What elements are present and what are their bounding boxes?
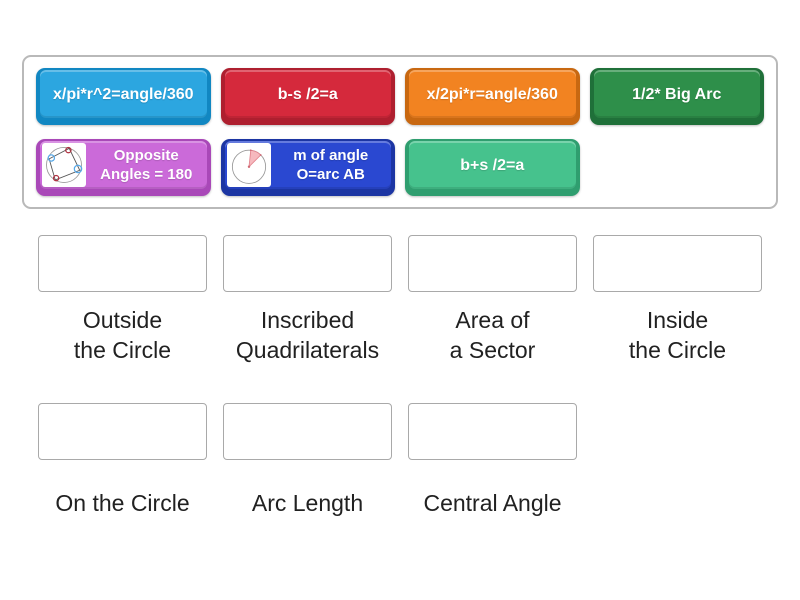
drop-zone-inside-the-circle[interactable] (593, 235, 762, 292)
drop-zone-row-1: Outside the Circle Inscribed Quadrilater… (30, 235, 770, 366)
tile-face: m of angle O=arc AB (224, 141, 391, 189)
tile-opposite-angles[interactable]: Opposite Angles = 180 (36, 139, 211, 196)
drop-zone-row-2: On the Circle Arc Length Central Angle (30, 403, 770, 534)
drop-zone-inscribed-quadrilaterals[interactable] (223, 235, 392, 292)
tile-label: b+s /2=a (460, 156, 525, 174)
tile-face: x/2pi*r=angle/360 (409, 70, 576, 118)
target-label-arc-length: Arc Length (251, 490, 364, 516)
drop-zone-outside-the-circle[interactable] (38, 235, 207, 292)
tile-label: x/pi*r^2=angle/360 (52, 85, 194, 103)
target-label-outside-the-circle: Outside the Circle (73, 307, 172, 363)
target-cell: Inside the Circle (593, 235, 762, 366)
central-angle-sector-diagram-icon (226, 143, 271, 187)
tile-label: Opposite Angles = 180 (100, 147, 193, 183)
tile-m-of-angle-o[interactable]: m of angle O=arc AB (220, 139, 395, 196)
target-cell: Central Angle (408, 403, 577, 534)
drop-zone-central-angle[interactable] (408, 403, 577, 460)
tile-b-plus-s-formula[interactable]: b+s /2=a (405, 139, 580, 196)
tile-x-2pi-r-formula[interactable]: x/2pi*r=angle/360 (405, 68, 580, 125)
tile-label: b-s /2=a (277, 85, 338, 103)
target-cell: Inscribed Quadrilaterals (223, 235, 392, 366)
target-cell: Outside the Circle (38, 235, 207, 366)
tile-half-big-arc-formula[interactable]: 1/2* Big Arc (589, 68, 764, 125)
tile-face: x/pi*r^2=angle/360 (40, 70, 207, 118)
drop-zone-area-of-a-sector[interactable] (408, 235, 577, 292)
target-label-inside-the-circle: Inside the Circle (628, 307, 727, 363)
target-label-inscribed-quadrilaterals: Inscribed Quadrilaterals (235, 307, 380, 363)
tile-label: 1/2* Big Arc (632, 85, 722, 103)
tile-face: b-s /2=a (224, 70, 391, 118)
drop-zone-arc-length[interactable] (223, 403, 392, 460)
tile-face: Opposite Angles = 180 (40, 141, 207, 189)
tile-b-minus-s-formula[interactable]: b-s /2=a (220, 68, 395, 125)
tile-tray: x/pi*r^2=angle/360 b-s /2=a x/2pi*r=angl… (22, 55, 778, 209)
target-label-area-of-a-sector: Area of a Sector (449, 307, 536, 363)
drop-zone-on-the-circle[interactable] (38, 403, 207, 460)
tile-face: 1/2* Big Arc (593, 70, 760, 118)
target-cell: Area of a Sector (408, 235, 577, 366)
target-cell: Arc Length (223, 403, 392, 534)
target-label-central-angle: Central Angle (423, 490, 562, 516)
tile-label: x/2pi*r=angle/360 (426, 85, 558, 103)
target-label-on-the-circle: On the Circle (55, 490, 190, 516)
tile-tray-grid: x/pi*r^2=angle/360 b-s /2=a x/2pi*r=angl… (36, 68, 764, 196)
tile-face: b+s /2=a (409, 141, 576, 189)
tile-label: m of angle O=arc AB (293, 147, 369, 183)
target-cell: On the Circle (38, 403, 207, 534)
inscribed-quadrilateral-diagram-icon (42, 143, 86, 187)
tile-x-pi-r2-formula[interactable]: x/pi*r^2=angle/360 (36, 68, 211, 125)
